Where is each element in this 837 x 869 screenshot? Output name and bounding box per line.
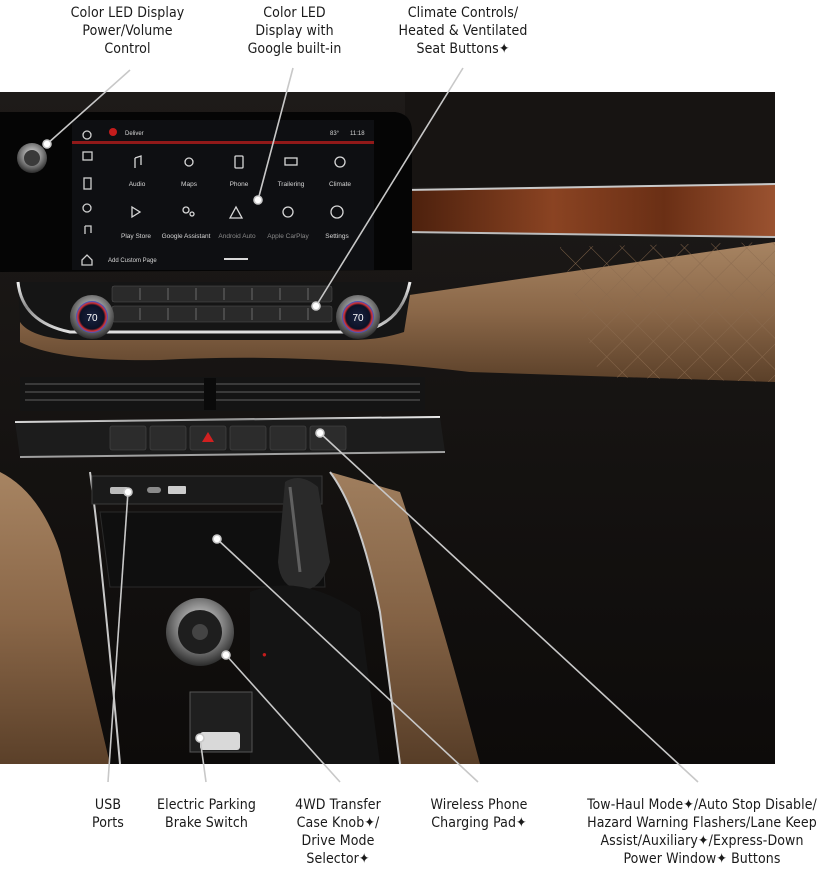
callout-usb: USB Ports <box>92 797 124 831</box>
callout-power-volume: Color LED Display Power/Volume Control <box>70 5 185 57</box>
svg-text:Android Auto: Android Auto <box>218 233 256 240</box>
right-temp-knob[interactable]: 70 <box>336 295 380 339</box>
climate-buttons[interactable] <box>111 285 333 323</box>
svg-text:Audio: Audio <box>129 181 146 188</box>
callout-charging-pad: Wireless Phone Charging Pad✦ <box>430 797 528 831</box>
callout-climate: Climate Controls/ Heated & Ventilated Se… <box>398 5 528 57</box>
svg-text:Trailering: Trailering <box>278 181 305 188</box>
transfer-case-knob[interactable] <box>166 598 234 666</box>
svg-text:Climate: Climate <box>329 181 351 188</box>
parking-brake-switch[interactable] <box>200 732 240 750</box>
svg-text:Apple CarPlay: Apple CarPlay <box>267 233 309 240</box>
left-temp-value: 70 <box>86 313 98 324</box>
usb-port-c[interactable] <box>147 487 161 493</box>
right-temp-value: 70 <box>352 313 364 324</box>
status-time: 11:18 <box>350 131 365 137</box>
svg-text:Maps: Maps <box>181 181 198 188</box>
status-temp: 83° <box>330 131 340 137</box>
callout-display: Color LED Display with Google built-in <box>247 5 342 57</box>
callout-tow-haul: Tow-Haul Mode✦/Auto Stop Disable/ Hazard… <box>587 797 817 867</box>
svg-text:Google Assistant: Google Assistant <box>162 233 211 240</box>
svg-text:Play Store: Play Store <box>121 233 151 240</box>
svg-text:Phone: Phone <box>230 181 249 188</box>
usb-port-b[interactable] <box>168 486 186 494</box>
status-title: Deliver <box>125 131 144 137</box>
interior-photo: Audio Maps Phone Trailering Climate Play… <box>0 92 775 764</box>
hazard-warning-icon <box>202 432 214 442</box>
left-temp-knob[interactable]: 70 <box>70 295 114 339</box>
add-page-button[interactable]: Add Custom Page <box>108 258 157 264</box>
svg-text:●: ● <box>262 650 267 659</box>
usb-port-a[interactable] <box>110 487 128 494</box>
callout-parking-brake: Electric Parking Brake Switch <box>157 797 256 831</box>
svg-text:Settings: Settings <box>325 233 349 240</box>
callout-transfer-case: 4WD Transfer Case Knob✦/ Drive Mode Sele… <box>295 797 381 867</box>
